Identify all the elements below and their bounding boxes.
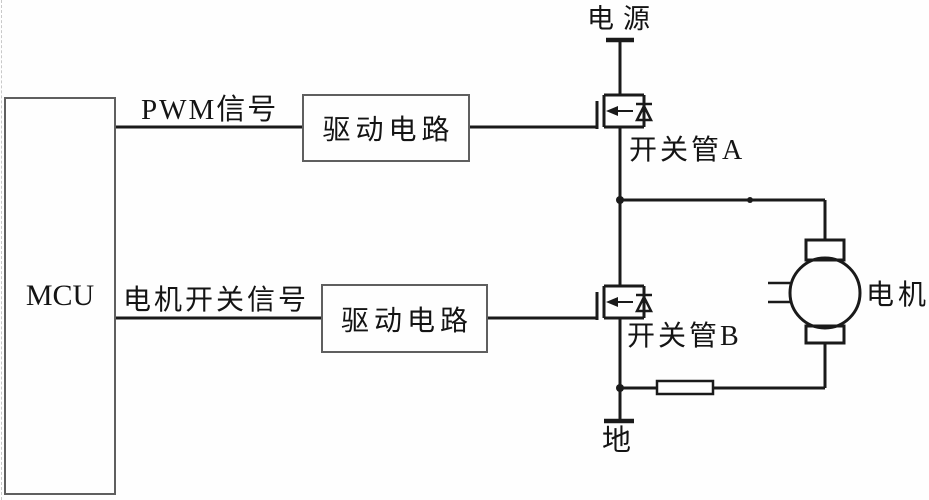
- resistor-symbol: [655, 379, 715, 396]
- mosfet-b-symbol: [595, 284, 654, 320]
- driver-circuit-bottom-block: 驱动电路: [321, 284, 488, 353]
- motor-brush-top: [804, 238, 846, 262]
- mcu-block: MCU: [4, 97, 116, 495]
- driver-circuit-top-block: 驱动电路: [302, 94, 470, 162]
- ground-label: 地: [602, 425, 632, 457]
- power-label: 电源: [587, 4, 659, 34]
- body-arrow-a: [606, 106, 618, 116]
- motor-switch-signal-label: 电机开关信号: [123, 285, 310, 316]
- junction-dot-mid: [747, 197, 753, 203]
- switch-a-label: 开关管A: [629, 135, 746, 166]
- body-arrow-b: [606, 297, 618, 307]
- motor-label: 电机: [866, 280, 929, 311]
- driver-circuit-top-label: 驱动电路: [322, 115, 455, 146]
- junction-dot-upper: [616, 196, 624, 204]
- power-terminal-symbol: [606, 37, 634, 95]
- mcu-label: MCU: [25, 279, 95, 312]
- wire-to-motor: [616, 196, 827, 240]
- pwm-signal-label: PWM信号: [141, 94, 279, 126]
- mosfet-a-symbol: [595, 93, 654, 129]
- motor-symbol: [768, 238, 862, 388]
- driver-circuit-bottom-label: 驱动电路: [340, 305, 473, 337]
- switch-b-label: 开关管B: [627, 321, 742, 352]
- motor-body: [788, 256, 862, 330]
- body-diode-triangle-b: [634, 294, 654, 313]
- sense-resistor-branch: [616, 379, 825, 396]
- body-diode-triangle-a: [634, 103, 654, 122]
